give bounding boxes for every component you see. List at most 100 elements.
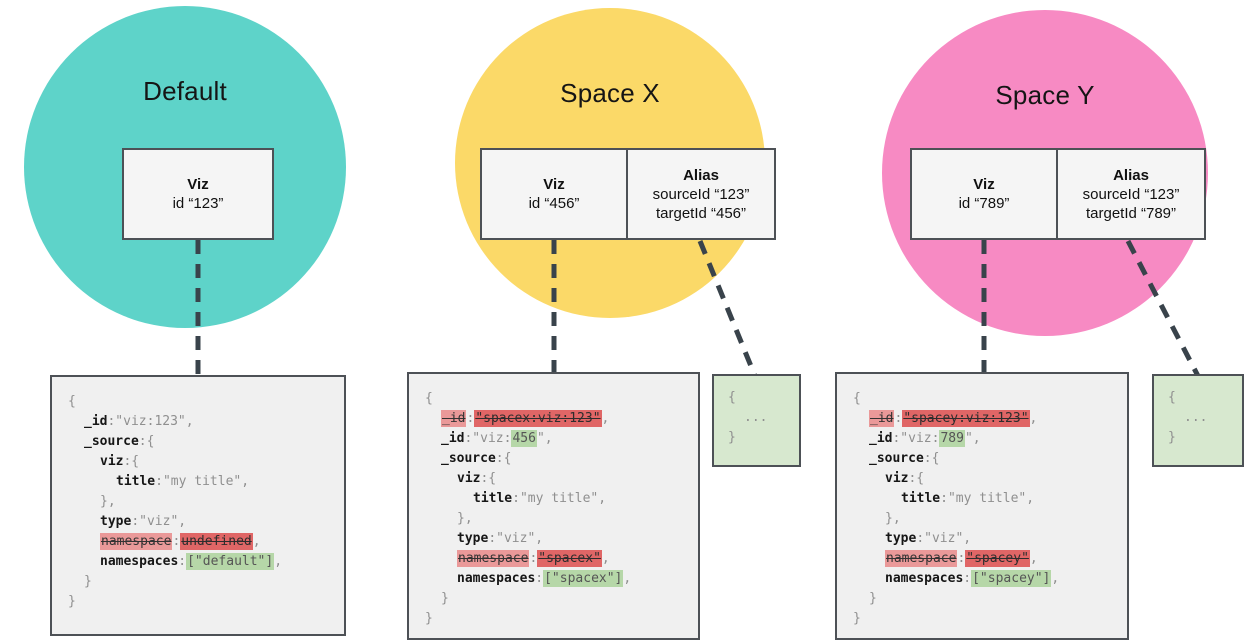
code-segment-plain: :"my title", <box>512 491 607 506</box>
code-line: viz:{ <box>425 469 690 489</box>
code-line: type:"viz", <box>68 512 336 532</box>
code-segment-add: 789 <box>939 430 965 447</box>
card-line: id “123” <box>172 195 224 212</box>
code-line: title:"my title", <box>425 489 690 509</box>
code-segment-plain: : <box>535 571 544 586</box>
code-segment-plain: :{ <box>123 454 140 469</box>
code-line: _id:"spacex:viz:123", <box>425 409 690 429</box>
card-line: sourceId “123” <box>652 185 750 203</box>
card-title: Viz <box>973 176 995 193</box>
space-title: Default <box>143 76 227 106</box>
code-segment-plain: , <box>1029 551 1038 566</box>
code-segment-del: namespace <box>100 533 173 550</box>
json-doc-spacey-alias-stub: {...} <box>1152 374 1244 467</box>
code-segment-plain: : <box>957 551 966 566</box>
code-segment-plain: :"my title", <box>940 491 1035 506</box>
code-line: ... <box>1168 408 1234 428</box>
code-line: }, <box>68 492 336 512</box>
code-segment-plain: { <box>425 391 433 406</box>
code-line: } <box>425 589 690 609</box>
code-segment-plain: { <box>853 391 861 406</box>
code-segment-plain: ", <box>964 431 981 446</box>
code-segment-key: type <box>457 531 489 546</box>
code-line: type:"viz", <box>425 529 690 549</box>
code-line: } <box>425 609 690 629</box>
code-line: _source:{ <box>853 449 1119 469</box>
code-segment-delval: undefined <box>180 533 253 550</box>
code-segment-delval: "spacex" <box>537 550 602 567</box>
code-line: _source:{ <box>68 432 336 452</box>
code-segment-plain: ... <box>1184 410 1208 425</box>
code-segment-plain: { <box>728 390 736 405</box>
code-segment-key: title <box>473 491 513 506</box>
code-line: { <box>728 388 791 408</box>
code-segment-plain: } <box>728 430 736 445</box>
code-segment-plain: } <box>853 611 861 626</box>
card-line: id “789” <box>958 195 1010 212</box>
code-segment-key: viz <box>100 454 124 469</box>
code-line: _id:"viz:789", <box>853 429 1119 449</box>
code-segment-del: _id <box>869 410 895 427</box>
code-segment-plain: : <box>963 571 972 586</box>
code-segment-del: _id <box>441 410 467 427</box>
code-segment-plain: :"viz", <box>488 531 544 546</box>
code-segment-plain: :{ <box>923 451 940 466</box>
card-title: Viz <box>543 176 565 193</box>
code-segment-add: ["spacey"] <box>971 570 1052 587</box>
code-segment-key: _id <box>869 431 893 446</box>
code-segment-plain: : <box>529 551 538 566</box>
code-line: { <box>1168 388 1234 408</box>
card-line: sourceId “123” <box>1082 185 1180 203</box>
code-line: { <box>68 392 336 412</box>
code-segment-delval: "spacey:viz:123" <box>902 410 1030 427</box>
code-segment-plain: , <box>601 551 610 566</box>
code-line: ... <box>728 408 791 428</box>
code-line: title:"my title", <box>68 472 336 492</box>
json-doc-spacey-viz: {_id:"spacey:viz:123",_id:"viz:789",_sou… <box>835 372 1129 640</box>
code-segment-plain: : <box>178 554 187 569</box>
code-segment-plain: { <box>1168 390 1176 405</box>
code-line: _id:"spacey:viz:123", <box>853 409 1119 429</box>
code-line: } <box>68 572 336 592</box>
code-segment-plain: :"my title", <box>155 474 250 489</box>
code-segment-key: _id <box>441 431 465 446</box>
code-segment-plain: :{ <box>480 471 497 486</box>
code-line: }, <box>853 509 1119 529</box>
code-line: _source:{ <box>425 449 690 469</box>
code-segment-plain: , <box>1029 411 1038 426</box>
code-segment-plain: , <box>623 571 632 586</box>
code-segment-key: namespaces <box>885 571 964 586</box>
code-segment-plain: }, <box>100 494 116 509</box>
code-line: type:"viz", <box>853 529 1119 549</box>
code-segment-plain: : <box>466 411 475 426</box>
code-segment-plain: , <box>252 534 261 549</box>
code-segment-plain: , <box>601 411 610 426</box>
space-title: Space X <box>560 78 660 108</box>
code-segment-plain: } <box>84 574 92 589</box>
json-doc-spacex-alias-stub: {...} <box>712 374 801 467</box>
code-segment-plain: : <box>172 534 181 549</box>
code-segment-key: title <box>901 491 941 506</box>
code-segment-plain: , <box>1051 571 1060 586</box>
code-segment-plain: :"viz", <box>916 531 972 546</box>
code-segment-plain: } <box>1168 430 1176 445</box>
code-segment-plain: }, <box>457 511 473 526</box>
code-line: title:"my title", <box>853 489 1119 509</box>
card-title: Alias <box>1113 166 1149 184</box>
code-line: } <box>68 592 336 612</box>
code-line: } <box>853 609 1119 629</box>
code-segment-plain: : <box>894 411 903 426</box>
code-segment-plain: :{ <box>908 471 925 486</box>
code-line: } <box>728 428 791 448</box>
code-segment-key: type <box>885 531 917 546</box>
code-segment-del: namespace <box>885 550 958 567</box>
code-segment-key: _source <box>84 434 139 449</box>
code-line: namespaces:["default"], <box>68 552 336 572</box>
code-segment-plain: :"viz: <box>464 431 512 446</box>
code-segment-add: ["default"] <box>186 553 275 570</box>
code-line: namespaces:["spacex"], <box>425 569 690 589</box>
